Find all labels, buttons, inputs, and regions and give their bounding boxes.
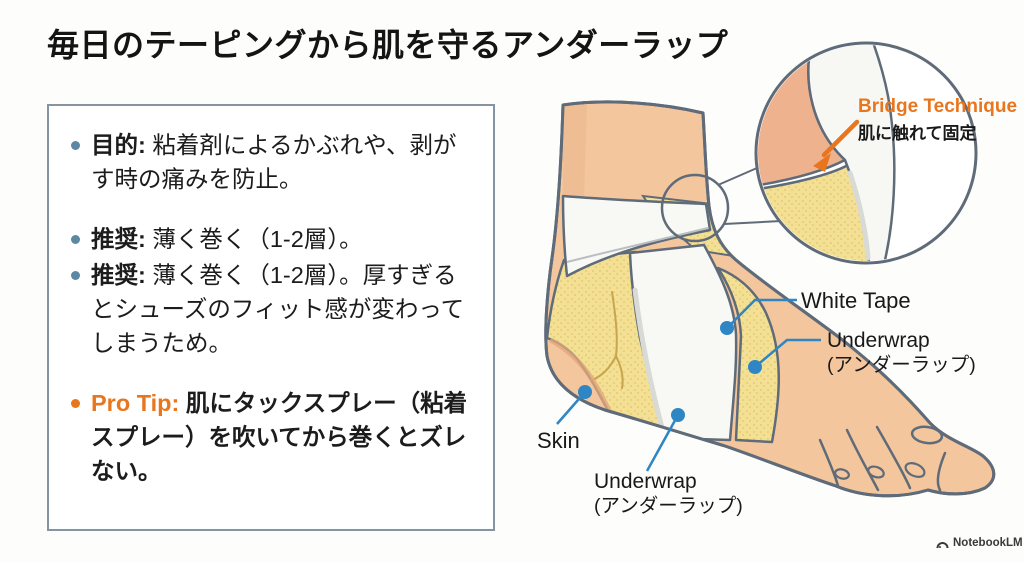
foot-outline bbox=[544, 100, 996, 498]
underwrap-label-right-en: Underwrap bbox=[827, 329, 930, 352]
big-toe-nail bbox=[910, 425, 944, 445]
bullet-pro-tip-text: 肌にタックスプレー（粘着スプレー）を吹いてから巻くとズレない。 bbox=[91, 390, 468, 484]
leader-dots bbox=[578, 321, 762, 422]
second-toe-nail bbox=[904, 462, 926, 478]
fourth-toe-nail bbox=[834, 468, 850, 480]
underwrap-label-bottom-ja: (アンダーラップ) bbox=[594, 495, 743, 517]
bullet-recommend-2-label: 推奨: bbox=[91, 262, 146, 288]
bullet-recommend-1-label: 推奨: bbox=[91, 226, 146, 252]
page-title: 毎日のテーピングから肌を守るアンダーラップ bbox=[47, 27, 729, 63]
bridge-arrow-head bbox=[813, 153, 831, 172]
bullet-recommend-1-text: 薄く巻く（1-2層）。 bbox=[145, 226, 363, 252]
zoom-tape-fold bbox=[807, 45, 896, 261]
underwrap-label-right: Underwrap (アンダーラップ) bbox=[827, 328, 976, 378]
bullet-pro-tip-label: Pro Tip: bbox=[91, 390, 180, 416]
bullet-purpose-text: 粘着剤によるかぶれや、剥がす時の痛みを防止。 bbox=[91, 132, 457, 192]
bullet-purpose-label: 目的: bbox=[91, 132, 146, 158]
bridge-technique-sublabel: 肌に触れて固定 bbox=[858, 124, 977, 143]
bullet-recommend-2-text: 薄く巻く（1-2層）。厚すぎるとシューズのフィット感が変わってしまうため。 bbox=[91, 262, 465, 356]
info-box: 目的: 粘着剤によるかぶれや、剥がす時の痛みを防止。 推奨: 薄く巻く（1-2層… bbox=[47, 104, 495, 531]
bullet-purpose: 目的: 粘着剤によるかぶれや、剥がす時の痛みを防止。 bbox=[69, 128, 469, 196]
bridge-arrow bbox=[821, 119, 860, 158]
zoom-tape-fold-shade bbox=[847, 170, 871, 261]
white-tape-label: White Tape bbox=[801, 288, 911, 313]
bullet-pro-tip: Pro Tip: 肌にタックスプレー（粘着スプレー）を吹いてから巻くとズレない。 bbox=[69, 386, 469, 488]
magnifier-connector-lines bbox=[717, 167, 782, 225]
underwrap-label-bottom: Underwrap (アンダーラップ) bbox=[594, 469, 743, 519]
third-toe-nail bbox=[867, 465, 885, 479]
leg-shading bbox=[563, 104, 587, 200]
leg-band-seam bbox=[566, 227, 709, 263]
bullet-recommend-1: 推奨: 薄く巻く（1-2層）。 bbox=[69, 222, 469, 256]
bullet-recommend-2: 推奨: 薄く巻く（1-2層）。厚すぎるとシューズのフィット感が変わってしまうため… bbox=[69, 258, 469, 360]
white-tape-diagonal-shade bbox=[632, 287, 665, 431]
bridge-technique-label: Bridge Technique bbox=[858, 96, 1018, 117]
notebooklm-watermark-text: NotebookLM bbox=[953, 537, 1023, 549]
notebooklm-logo-icon bbox=[936, 541, 949, 548]
foot-illustration bbox=[544, 41, 996, 498]
toe-separation-lines bbox=[818, 425, 947, 492]
notebooklm-watermark: NotebookLM bbox=[936, 537, 1023, 549]
white-tape-leg-band bbox=[561, 194, 712, 278]
underwrap-right-band bbox=[716, 266, 780, 444]
skin-label: Skin bbox=[537, 428, 580, 453]
underwrap-label-right-ja: (アンダーラップ) bbox=[827, 354, 976, 376]
magnifier-circle bbox=[660, 173, 730, 243]
leader-lines bbox=[556, 298, 821, 472]
underwrap-label-bottom-en: Underwrap bbox=[594, 470, 697, 493]
